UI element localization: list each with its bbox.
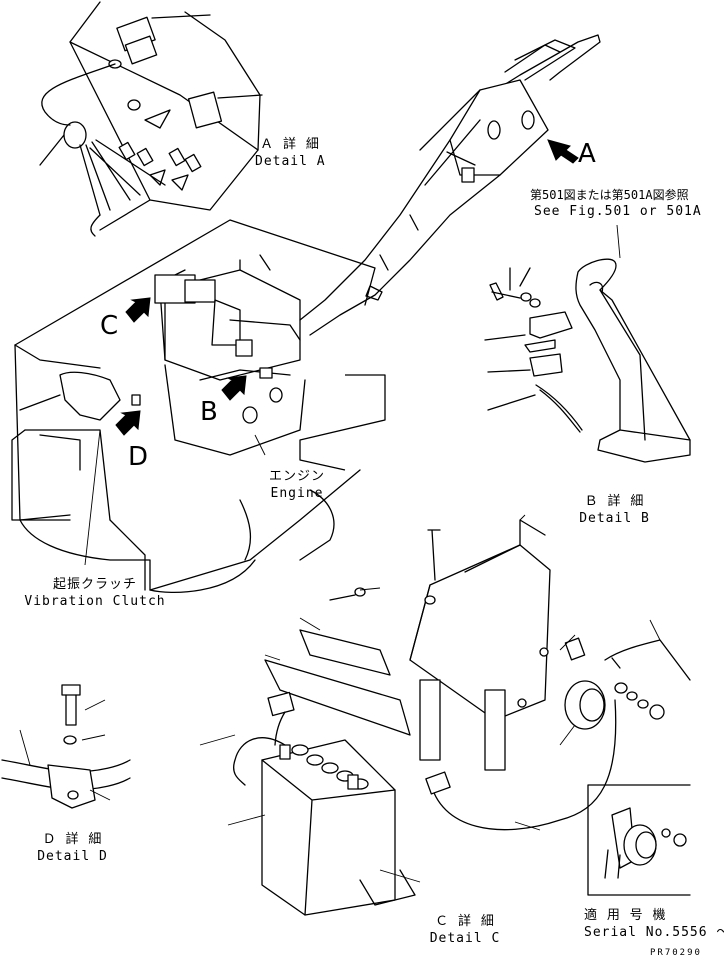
vibration-clutch-label-en: Vibration Clutch: [24, 594, 166, 609]
detail-b-label-en: Detail B: [579, 511, 650, 526]
view-letter-b: B: [200, 397, 218, 427]
detail-a-label-ja: Ａ 詳 細: [260, 137, 320, 152]
engine-label-en: Engine: [270, 486, 324, 501]
view-letter-c: C: [100, 311, 119, 341]
roller-machine: [11, 219, 386, 593]
detail-d-label-ja: Ｄ 詳 細: [42, 832, 103, 847]
serial-label-en: Serial No.5556 ～: [584, 925, 724, 940]
view-arrow-a: [547, 139, 579, 164]
view-arrow-c: [125, 297, 151, 323]
detail-d-label-en: Detail D: [37, 849, 108, 864]
detail-a-label-en: Detail A: [255, 154, 326, 169]
vibration-clutch-label-ja: 起振クラッチ: [52, 577, 137, 592]
detail-d-drawing: [1, 684, 131, 809]
serial-label-ja: 適 用 号 機: [584, 908, 667, 923]
ref-note-en: See Fig.501 or 501A: [534, 204, 702, 219]
detail-c-label-ja: Ｃ 詳 細: [435, 914, 495, 929]
detail-b-label-ja: Ｂ 詳 細: [584, 494, 645, 509]
vibration-clutch-leader: [84, 429, 101, 566]
engine-leader: [254, 434, 266, 456]
view-arrow-d: [115, 410, 141, 436]
detail-c-label-en: Detail C: [429, 931, 501, 946]
view-arrow-b: [221, 375, 247, 401]
handle-assembly: [299, 34, 601, 336]
engine-label-ja: エンジン: [268, 469, 325, 484]
detail-b-drawing: [484, 258, 691, 463]
serial-inset: [587, 784, 691, 896]
detail-c-drawing: [199, 514, 691, 916]
view-letter-d: D: [128, 442, 149, 472]
ref-note-ja: 第501図または第501A図参照: [530, 188, 689, 202]
view-letter-a: A: [578, 139, 596, 169]
ref-note-leader: [616, 224, 621, 259]
drawing-code: PR70290: [650, 948, 702, 958]
detail-a-drawing: [39, 1, 263, 237]
